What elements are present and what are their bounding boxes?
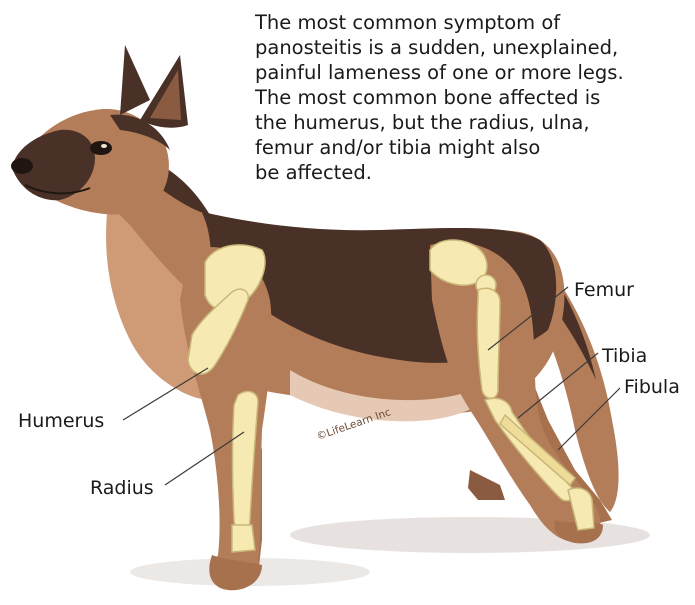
caption-line: the humerus, but the radius, ulna, (255, 110, 685, 135)
label-humerus: Humerus (18, 410, 104, 432)
front-paw-bones (232, 525, 255, 552)
caption-line: painful lameness of one or more legs. (255, 60, 685, 85)
caption-text: The most common symptom of panosteitis i… (255, 10, 685, 185)
caption-line: The most common bone affected is (255, 85, 685, 110)
caption-line: panosteitis is a sudden, unexplained, (255, 35, 685, 60)
caption-line: femur and/or tibia might also (255, 135, 685, 160)
label-femur: Femur (574, 279, 634, 301)
dog-nose (11, 158, 33, 174)
dog-eye (90, 141, 112, 155)
dog-ear-back (120, 45, 150, 115)
label-tibia: Tibia (601, 345, 647, 367)
label-radius: Radius (90, 477, 154, 499)
caption-line: The most common symptom of (255, 10, 685, 35)
far-hind-paw (468, 470, 505, 500)
label-fibula: Fibula (624, 376, 680, 398)
caption-line: be affected. (255, 160, 685, 185)
